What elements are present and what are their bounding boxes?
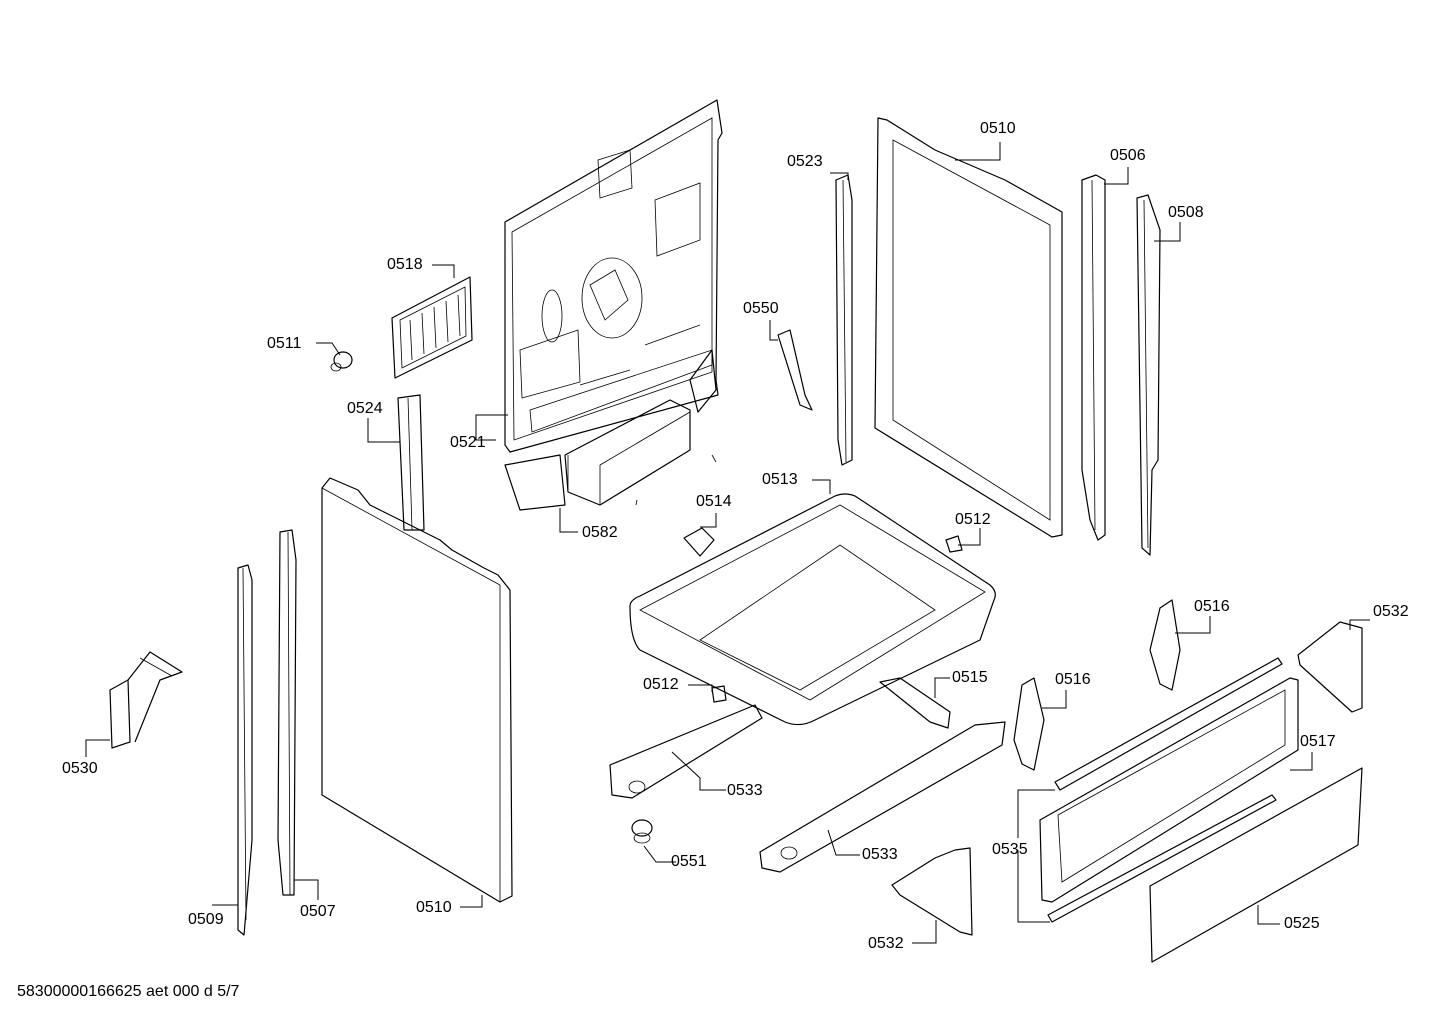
callout-0535: 0535 bbox=[992, 841, 1028, 858]
part-0550-clip bbox=[777, 329, 813, 411]
part-0509-rail bbox=[237, 564, 253, 936]
callout-0514: 0514 bbox=[696, 493, 732, 510]
part-0517-door-frame bbox=[1039, 677, 1299, 903]
part-0513-tray bbox=[629, 493, 996, 726]
callout-0550: 0550 bbox=[743, 300, 779, 317]
leader-lines bbox=[85, 142, 1370, 944]
part-0582-heater-box bbox=[504, 349, 717, 511]
part-0512-foot-left bbox=[711, 685, 727, 703]
callout-0533-b: 0533 bbox=[862, 846, 898, 863]
part-0510-left-side-panel bbox=[321, 477, 513, 903]
callout-0518: 0518 bbox=[387, 256, 423, 273]
callout-0513: 0513 bbox=[762, 471, 798, 488]
part-0532-bracket-right bbox=[1297, 621, 1363, 713]
callout-0517: 0517 bbox=[1300, 733, 1336, 750]
callout-0551: 0551 bbox=[671, 853, 707, 870]
part-0532-bracket-bottom bbox=[891, 847, 973, 936]
callout-0510-top: 0510 bbox=[980, 120, 1016, 137]
part-0512-foot-right bbox=[945, 535, 963, 553]
callout-0509: 0509 bbox=[188, 911, 224, 928]
callout-0512-right: 0512 bbox=[955, 511, 991, 528]
document-id-footer: 58300000166625 aet 000 d 5/7 bbox=[17, 983, 240, 1000]
part-0533-rail-left bbox=[609, 704, 763, 799]
callout-0530: 0530 bbox=[62, 760, 98, 777]
part-0511-knob bbox=[330, 351, 353, 372]
callout-0525: 0525 bbox=[1284, 915, 1320, 932]
part-0551-foot bbox=[631, 819, 653, 844]
part-0521-back-panel bbox=[504, 99, 723, 453]
part-0533-rail-right bbox=[759, 721, 1006, 873]
callout-0506: 0506 bbox=[1110, 147, 1146, 164]
part-0535-gasket bbox=[1047, 657, 1283, 923]
callout-0524: 0524 bbox=[347, 400, 383, 417]
callout-0521: 0521 bbox=[450, 434, 486, 451]
part-0523-rail bbox=[835, 174, 853, 466]
callout-0532-right: 0532 bbox=[1373, 603, 1409, 620]
part-0515-runner bbox=[879, 677, 951, 729]
part-0510-top-frame bbox=[874, 117, 1063, 538]
callout-0516-b: 0516 bbox=[1055, 671, 1091, 688]
callout-0507: 0507 bbox=[300, 903, 336, 920]
callout-0532-bottom: 0532 bbox=[868, 935, 904, 952]
callout-0523: 0523 bbox=[787, 153, 823, 170]
part-0525-glass bbox=[1149, 767, 1363, 963]
part-0516-hinge-b bbox=[1013, 677, 1045, 771]
part-0524-rail bbox=[397, 394, 425, 531]
callout-0515: 0515 bbox=[952, 669, 988, 686]
callout-0533-a: 0533 bbox=[727, 782, 763, 799]
callout-0512-left: 0512 bbox=[643, 676, 679, 693]
callout-0511: 0511 bbox=[267, 335, 302, 352]
part-0514-clip bbox=[683, 527, 715, 557]
callout-0582: 0582 bbox=[582, 524, 618, 541]
part-0516-hinge-a bbox=[1149, 599, 1181, 691]
part-0508-rail bbox=[1136, 194, 1161, 556]
callout-0516-a: 0516 bbox=[1194, 598, 1230, 615]
callout-0508: 0508 bbox=[1168, 204, 1204, 221]
part-0507-rail bbox=[277, 529, 297, 896]
part-0518-grille bbox=[391, 276, 473, 379]
callout-0510-bottom: 0510 bbox=[416, 899, 452, 916]
part-0506-rail bbox=[1081, 174, 1106, 541]
part-0530-bracket bbox=[109, 651, 183, 749]
